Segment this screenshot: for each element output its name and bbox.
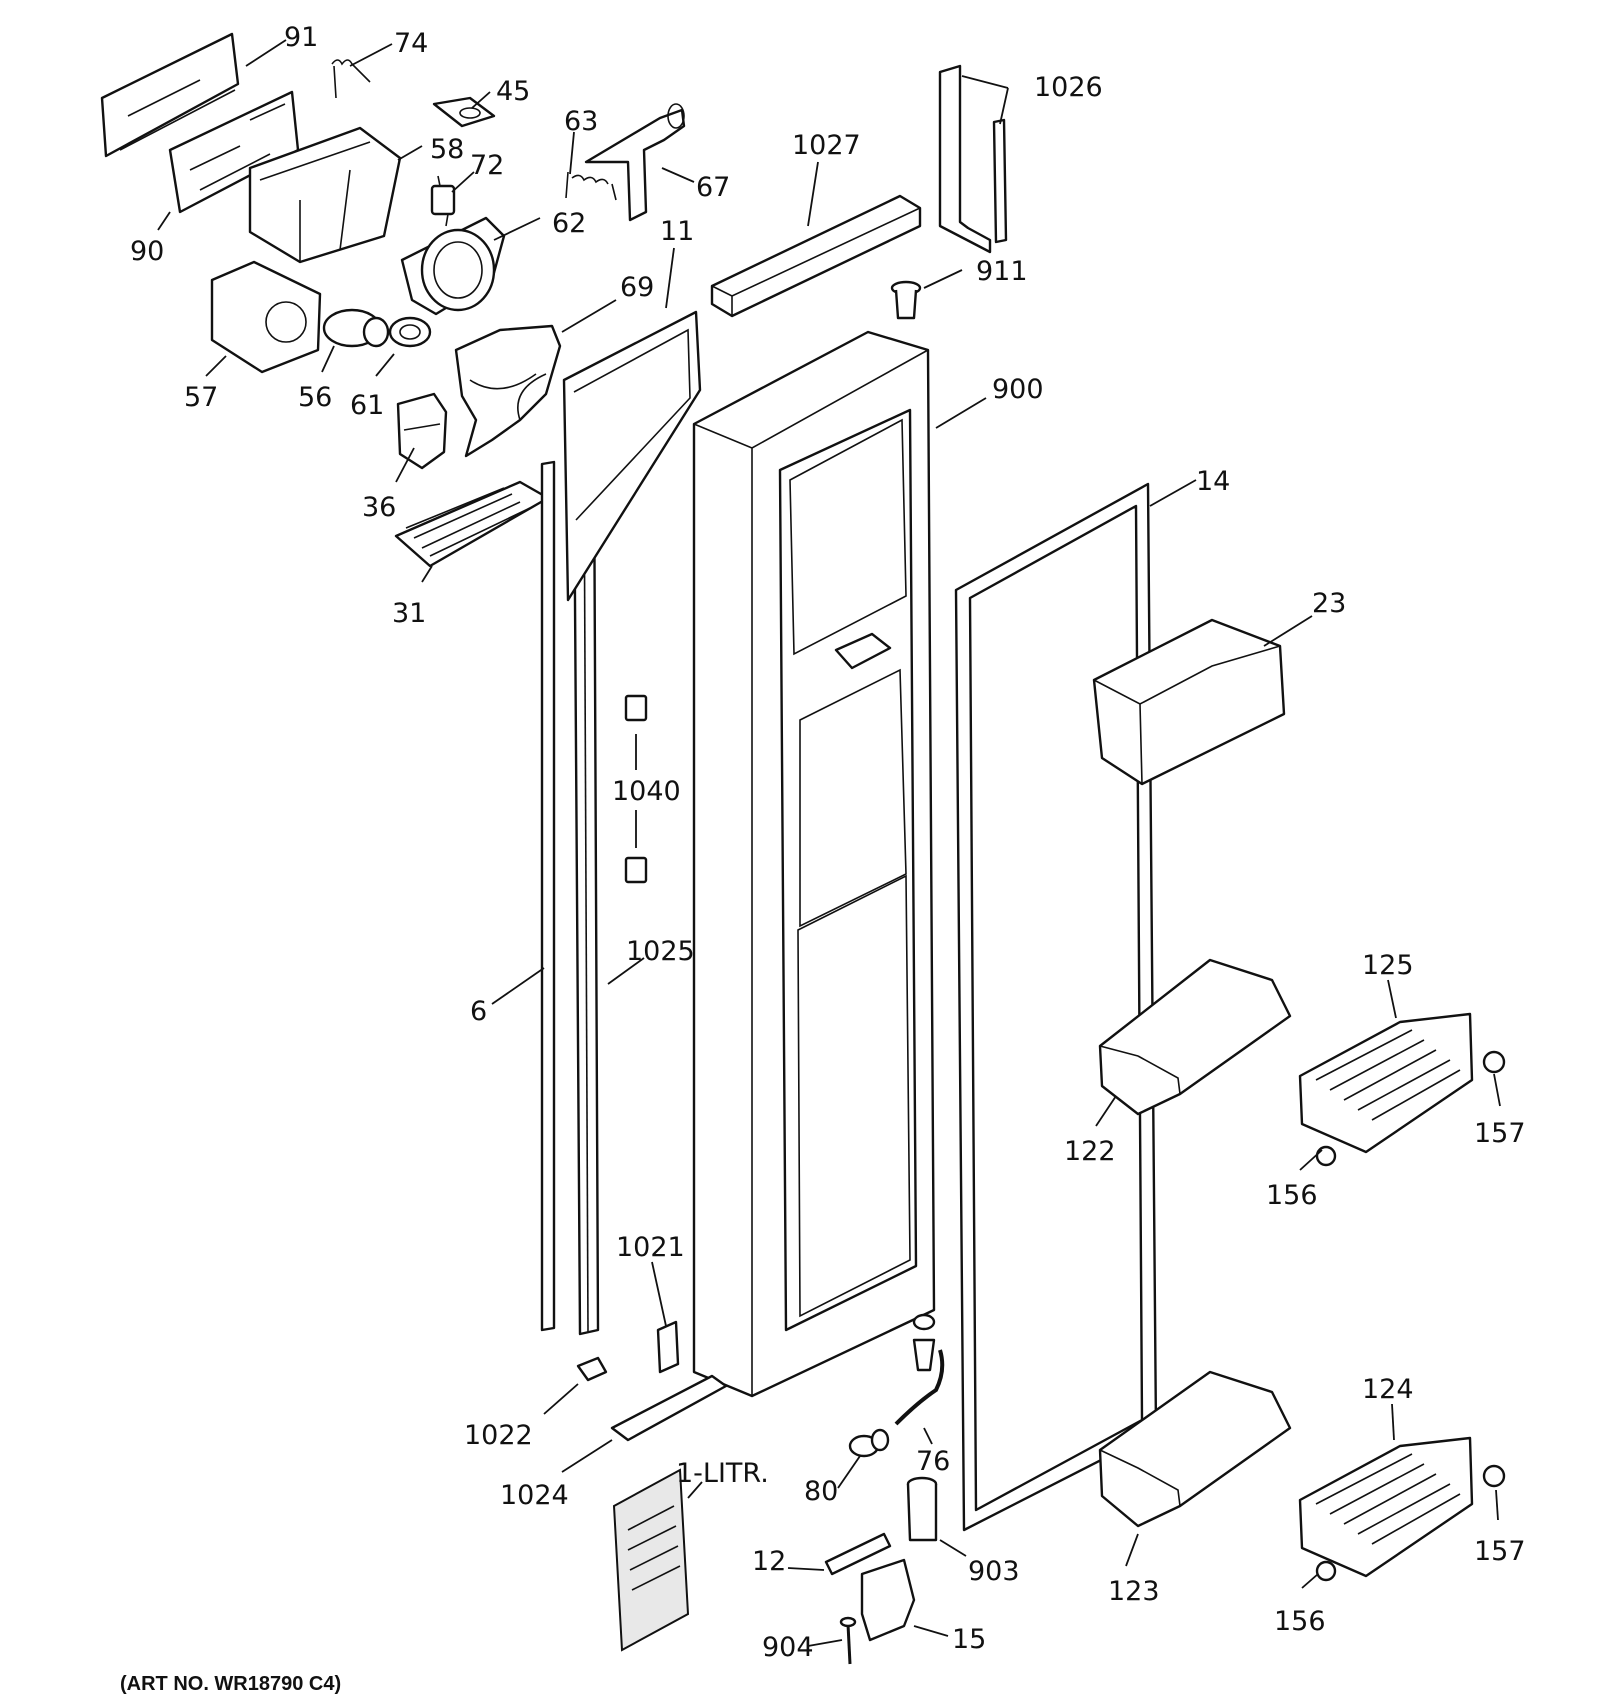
part-157-knobs [1482,1050,1506,1488]
callout-15: 15 [952,1624,986,1655]
callout-124: 124 [1362,1374,1414,1405]
part-903-filter-cap [906,1476,938,1542]
callout-123: 123 [1108,1576,1160,1607]
callout-56: 56 [298,382,332,413]
part-58-housing [248,126,402,264]
callout-90: 90 [130,236,164,267]
callout-1024: 1024 [500,1480,569,1511]
callout-156b: 156 [1274,1606,1326,1637]
part-80-fitting [848,1428,890,1458]
part-6-trim-strip [540,460,556,1332]
leader-lines [157,39,1501,1647]
part-74-spring [331,59,371,99]
part-1024-bracket [610,1374,728,1442]
callout-900: 900 [992,374,1044,405]
callout-76: 76 [916,1446,950,1477]
part-31-grille [394,480,550,568]
part-63-spring [565,171,617,201]
part-124-wire-basket [1298,1436,1474,1578]
callout-91: 91 [284,22,318,53]
callout-157: 157 [1474,1118,1526,1149]
part-1040-hinge-clips [624,694,648,884]
part-15-hinge-bracket [860,1558,916,1642]
part-57-motor-housing [210,260,322,374]
art-number: (ART NO. WR18790 C4) [120,1673,341,1695]
callout-1027: 1027 [792,130,861,161]
callout-69: 69 [620,272,654,303]
callout-36: 36 [362,492,396,523]
part-900-door-assembly [692,330,936,1398]
part-91-cover-plate [100,32,240,158]
part-67-lever [584,103,686,222]
callout-61: 61 [350,390,384,421]
callout-23: 23 [1312,588,1346,619]
callout-903: 903 [968,1556,1020,1587]
part-72-switch [430,175,456,227]
callout-45: 45 [496,76,530,107]
callout-911: 911 [976,256,1028,287]
part-14-door-gasket [954,482,1158,1532]
callout-1026: 1026 [1034,72,1103,103]
part-62-auger-ring [400,216,506,316]
callout-67: 67 [696,172,730,203]
part-904-screw [839,1616,857,1665]
callout-6: 6 [470,996,487,1027]
callout-1025: 1025 [626,936,695,967]
callout-80: 80 [804,1476,838,1507]
callout-1021: 1021 [616,1232,685,1263]
part-76-tube [894,1349,945,1426]
part-123-door-bin [1098,1370,1292,1528]
callout-74: 74 [394,28,428,59]
part-45-bracket [432,96,496,128]
part-125-wire-basket [1298,1012,1474,1154]
callout-63: 63 [564,106,598,137]
callout-904: 904 [762,1632,814,1663]
callout-156: 156 [1266,1180,1318,1211]
part-1022-clip [576,1356,608,1382]
part-36-bracket [396,392,448,470]
part-1-litr-label-card [612,1468,690,1652]
part-156-knobs [1315,1145,1337,1582]
part-23-door-bin [1092,618,1286,786]
callout-labels: 91 74 45 63 58 72 67 90 62 1027 1026 911… [130,22,1526,1663]
callout-12: 12 [752,1546,786,1577]
part-11-liner-frame [562,310,702,602]
callout-1040: 1040 [612,776,681,807]
callout-125: 125 [1362,950,1414,981]
callout-62: 62 [552,208,586,239]
part-12-hinge-pin [824,1532,892,1576]
callout-14: 14 [1196,466,1230,497]
callout-31: 31 [392,598,426,629]
callout-1-litr: 1-LITR. [676,1458,769,1489]
part-69-chute [454,324,562,458]
part-122-door-bin [1098,958,1292,1116]
callout-1022: 1022 [464,1420,533,1451]
callout-58: 58 [430,134,464,165]
part-1021-bracket [656,1320,680,1374]
part-dispenser-valve [912,1313,936,1372]
callout-122: 122 [1064,1136,1116,1167]
part-61-coupler [388,316,432,348]
callout-57: 57 [184,382,218,413]
part-56-motor [322,308,390,348]
callout-157b: 157 [1474,1536,1526,1567]
part-911-bushing [890,280,922,320]
part-1026-trim-pieces [938,64,1008,254]
callout-72: 72 [470,150,504,181]
callout-11: 11 [660,216,694,247]
part-1027-top-cap [710,194,922,318]
